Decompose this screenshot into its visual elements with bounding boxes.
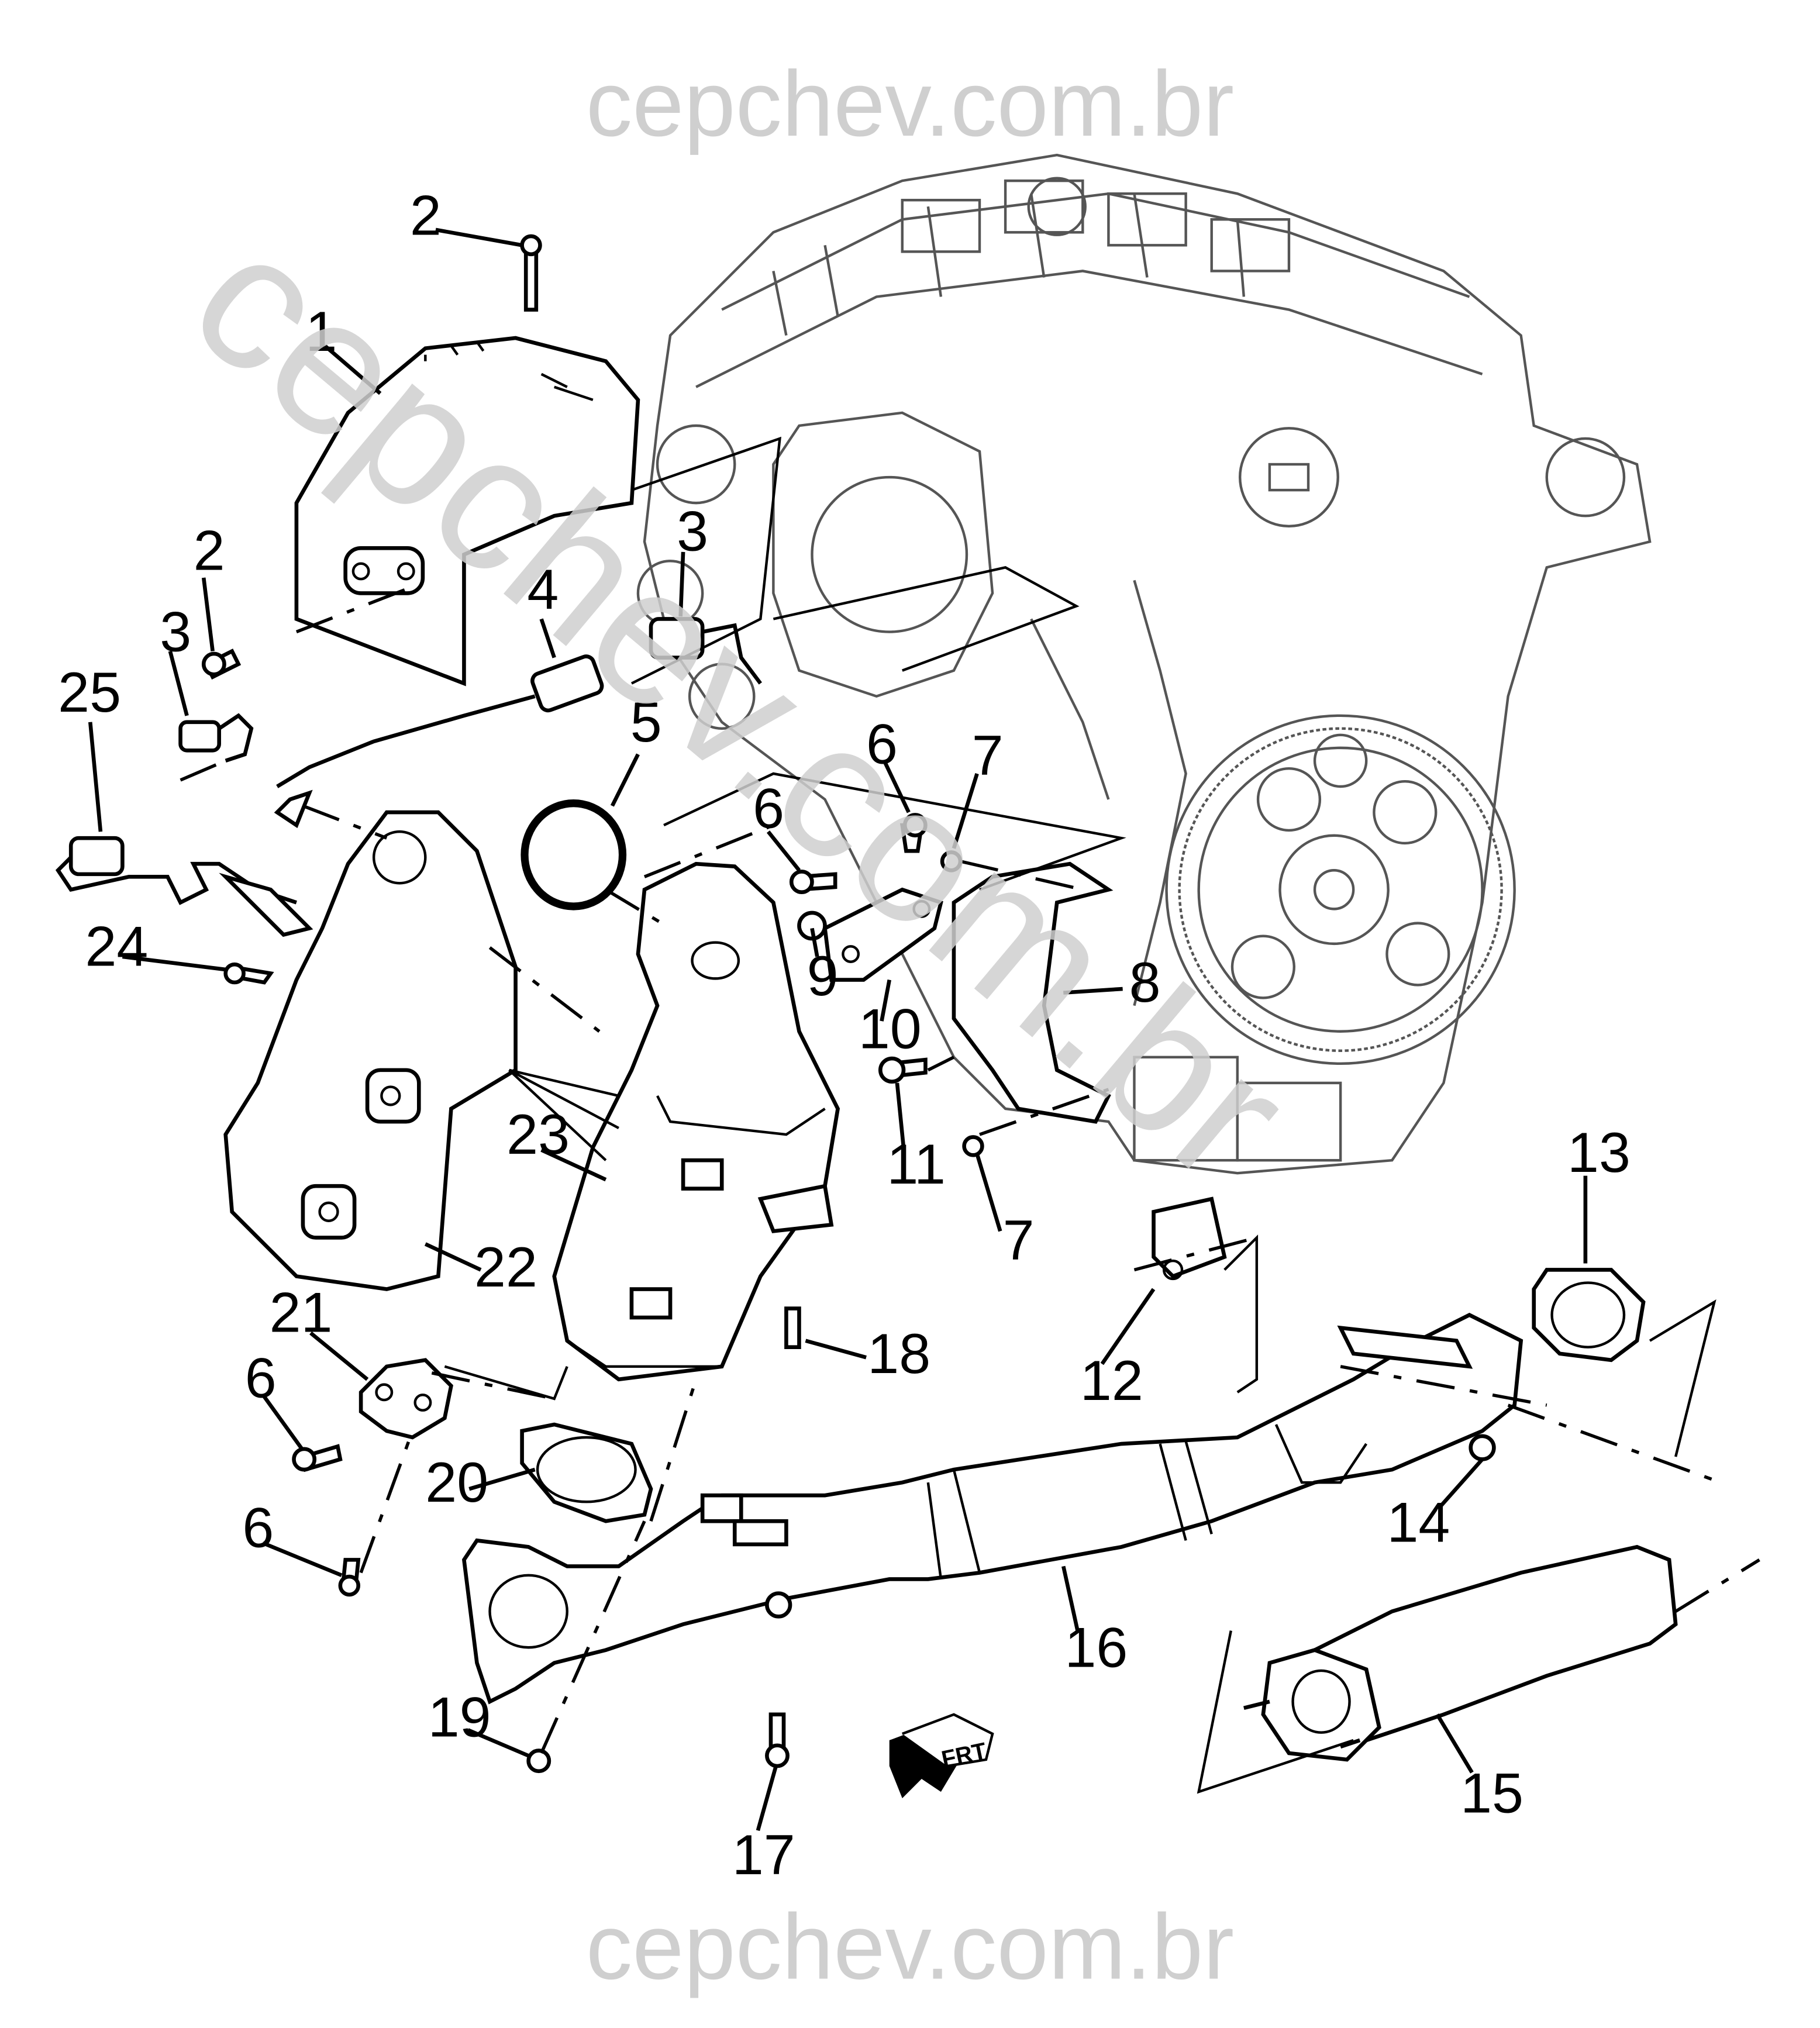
callout-2: 2 bbox=[194, 519, 225, 582]
converter-support-bracket bbox=[359, 1358, 453, 1440]
watermark-bottom: cepchev.com.br bbox=[586, 1895, 1234, 1999]
callout-10: 10 bbox=[859, 996, 922, 1060]
oxygen-sensor-lower bbox=[55, 836, 313, 937]
callout-22: 22 bbox=[474, 1235, 537, 1299]
converter-gasket bbox=[521, 799, 627, 910]
callout-20: 20 bbox=[425, 1450, 488, 1514]
callout-18: 18 bbox=[867, 1322, 930, 1385]
callout-13: 13 bbox=[1567, 1120, 1631, 1184]
callout-24: 24 bbox=[85, 914, 148, 978]
alignment-lines bbox=[180, 585, 1760, 1754]
oxygen-sensor-upper bbox=[274, 654, 604, 829]
callout-12: 12 bbox=[1080, 1348, 1143, 1412]
callout-6: 6 bbox=[245, 1346, 277, 1410]
muffler-gasket bbox=[1532, 1268, 1646, 1363]
callout-11: 11 bbox=[887, 1132, 946, 1196]
callout-6: 6 bbox=[866, 712, 898, 775]
catalytic-converter bbox=[552, 861, 840, 1382]
flywheel bbox=[1165, 714, 1516, 1065]
watermark-top: cepchev.com.br bbox=[586, 51, 1234, 156]
converter-pipe bbox=[952, 861, 1114, 1124]
engine-assembly bbox=[636, 153, 1652, 1175]
callout-6: 6 bbox=[242, 1495, 274, 1559]
callout-21: 21 bbox=[270, 1280, 333, 1344]
callout-8: 8 bbox=[1129, 950, 1161, 1014]
callout-3: 3 bbox=[677, 499, 708, 563]
exhaust-insulator bbox=[1152, 1196, 1227, 1281]
callout-6: 6 bbox=[753, 777, 784, 840]
fasteners bbox=[201, 234, 1496, 1774]
callout-15: 15 bbox=[1460, 1761, 1523, 1824]
callout-5: 5 bbox=[630, 690, 662, 754]
callout-2: 2 bbox=[410, 184, 442, 247]
group-brackets bbox=[444, 436, 1716, 1794]
callout-25: 25 bbox=[58, 660, 121, 724]
callout-17: 17 bbox=[732, 1823, 795, 1886]
callout-4: 4 bbox=[527, 557, 559, 621]
lower-heat-shield bbox=[223, 810, 518, 1291]
bracket bbox=[822, 887, 943, 982]
callout-9: 9 bbox=[807, 944, 839, 1008]
front-direction-arrow: FRT bbox=[889, 1713, 994, 1799]
callout-1: 1 bbox=[305, 299, 337, 363]
callout-23: 23 bbox=[506, 1102, 570, 1166]
callout-labels: 1 2 2 3 3 4 5 6 6 6 6 7 7 8 9 10 11 12 1… bbox=[58, 184, 1631, 1886]
callout-14: 14 bbox=[1387, 1491, 1450, 1554]
callout-7: 7 bbox=[972, 723, 1004, 787]
rear-exhaust-pipe bbox=[1243, 1544, 1678, 1762]
callout-16: 16 bbox=[1064, 1615, 1128, 1679]
sensor-connector-3 bbox=[178, 617, 762, 763]
leader-lines bbox=[88, 227, 1588, 1832]
callout-3: 3 bbox=[160, 600, 191, 664]
front-exhaust-pipe bbox=[461, 1312, 1523, 1705]
callout-7: 7 bbox=[1003, 1208, 1035, 1272]
pipe-gasket bbox=[520, 1422, 653, 1523]
callout-19: 19 bbox=[428, 1685, 491, 1748]
